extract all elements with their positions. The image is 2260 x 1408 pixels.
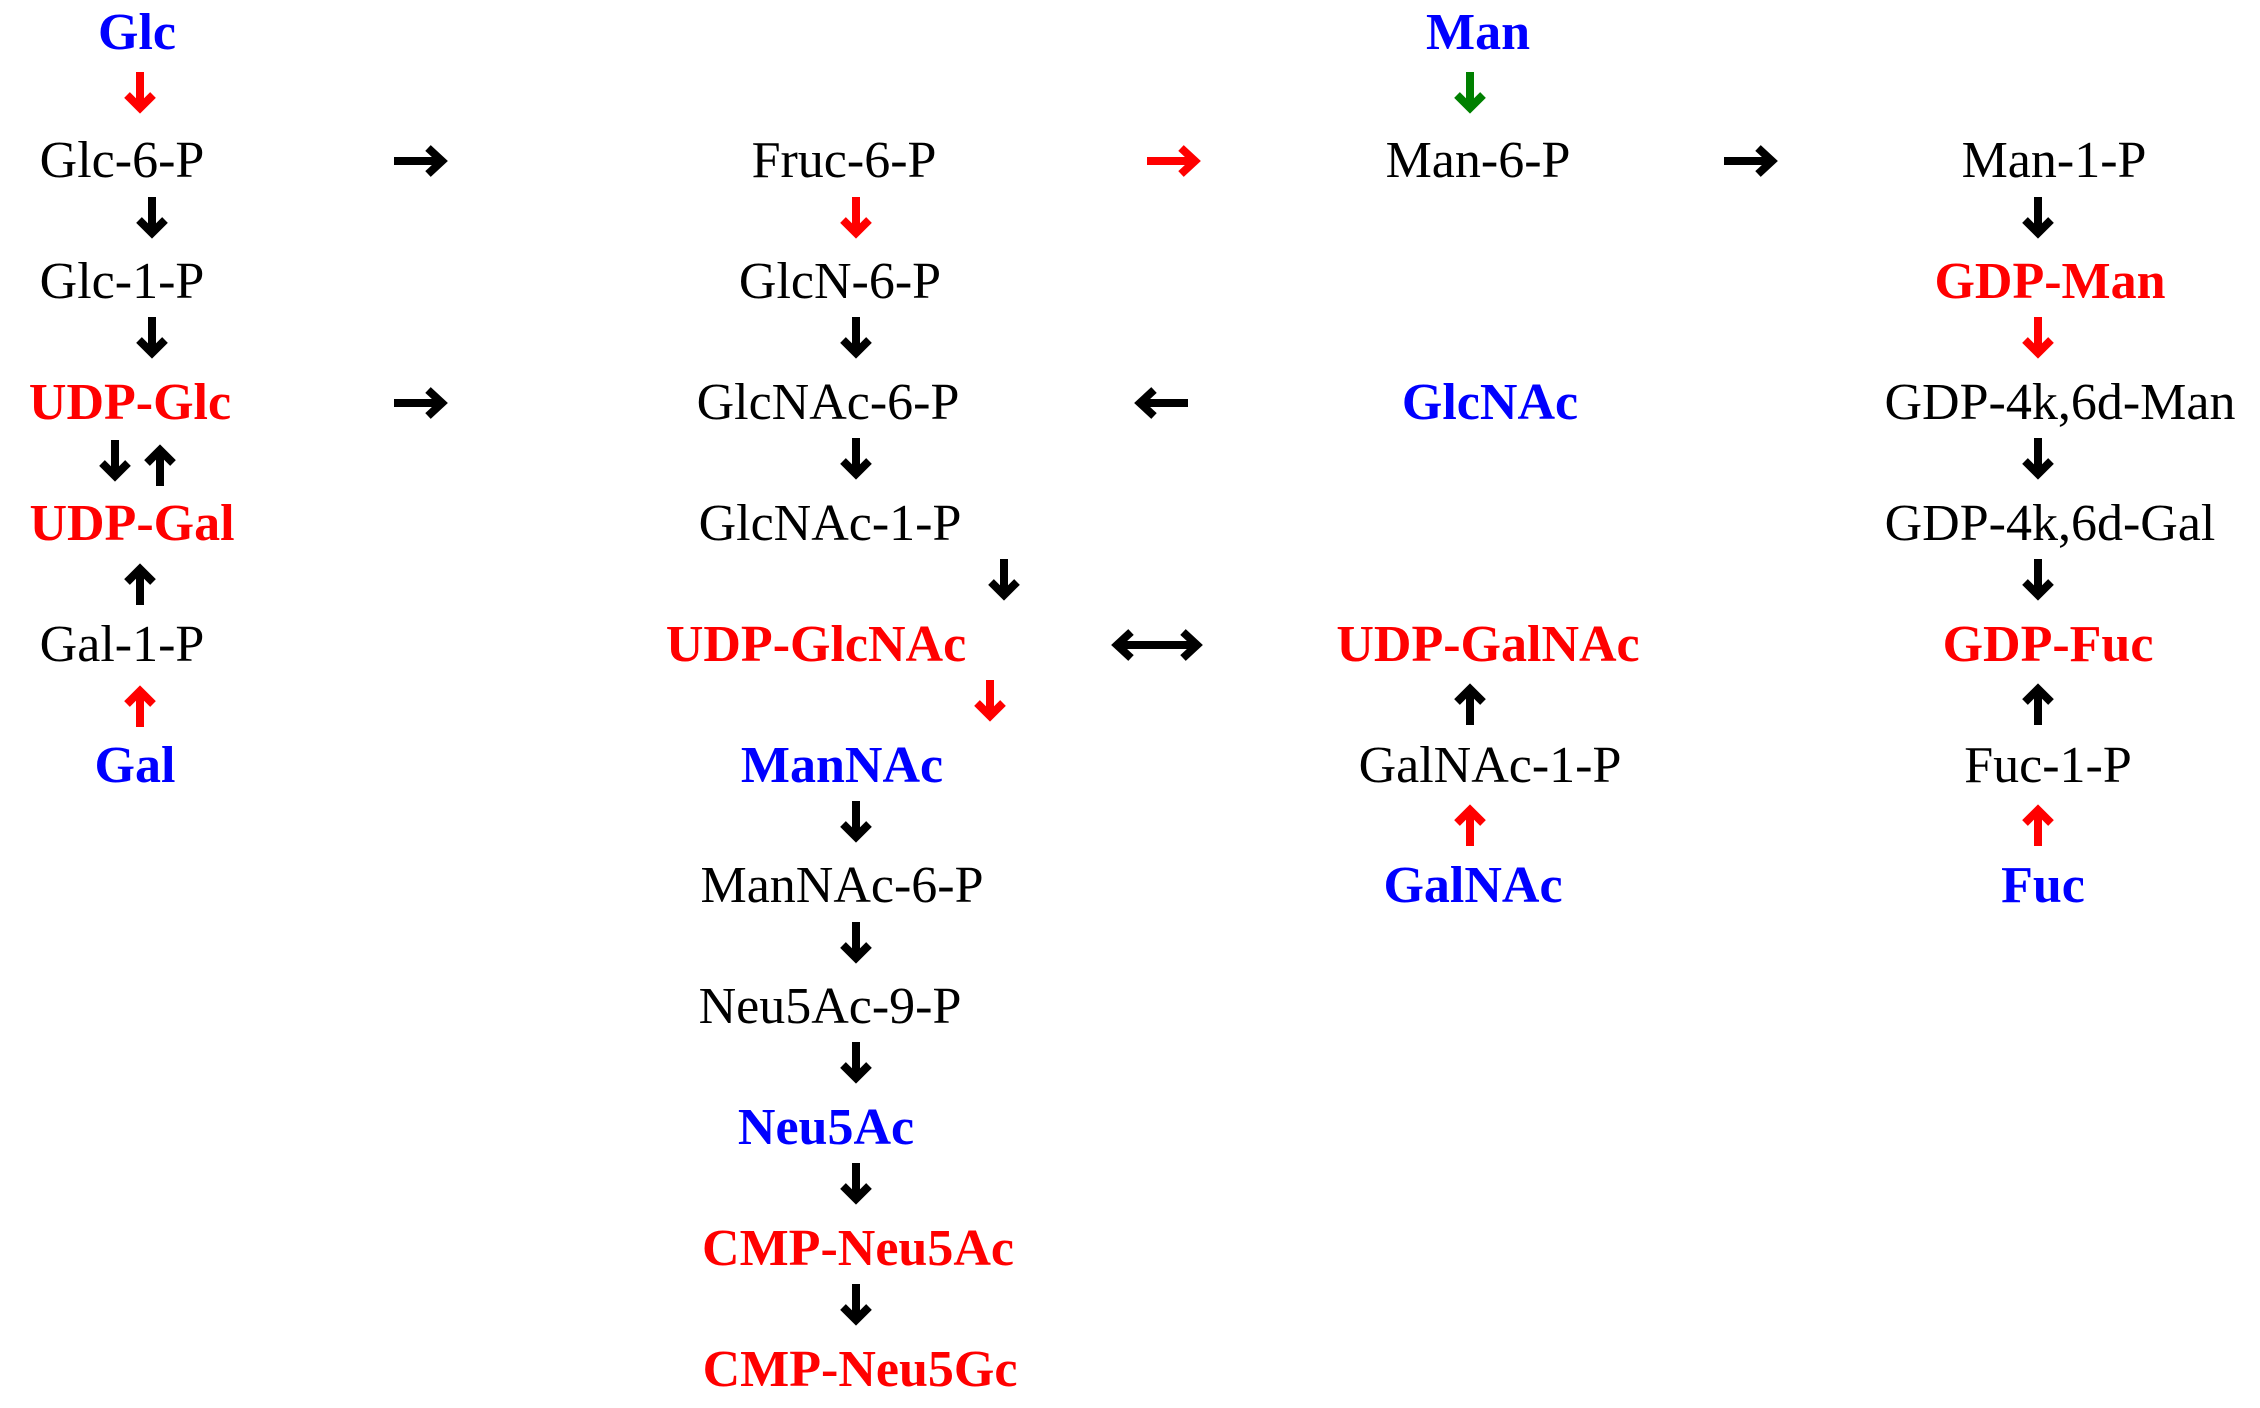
- node-cmp-neu5gc: CMP-Neu5Gc: [702, 1341, 1018, 1398]
- node-man-1-p: Man-1-P: [1961, 132, 2147, 189]
- arrow-udpgal-to-udpglc: [142, 444, 178, 488]
- node-man-6-p: Man-6-P: [1385, 132, 1571, 189]
- arrow-fuc-to-fuc1p: [2020, 804, 2056, 848]
- node-gdp-man: GDP-Man: [1934, 253, 2166, 310]
- node-neu5ac: Neu5Ac: [737, 1099, 915, 1156]
- node-galnac: GalNAc: [1383, 857, 1563, 914]
- node-glc: Glc: [98, 4, 176, 61]
- node-glc-1-p: Glc-1-P: [39, 253, 205, 310]
- node-udp-glc: UDP-Glc: [28, 374, 232, 431]
- arrow-fuc1p-to-gdpfuc: [2020, 683, 2056, 727]
- arrow-glcnac-to-glcnac6p: [1134, 385, 1190, 421]
- arrow-galnac1p-to-udpgalnac: [1452, 683, 1488, 727]
- arrow-glc-to-glc6p: [122, 70, 158, 114]
- node-udp-galnac: UDP-GalNAc: [1336, 616, 1640, 673]
- node-gal: Gal: [94, 737, 176, 794]
- arrow-glc6p-to-glc1p: [134, 195, 170, 239]
- arrow-man-to-man6p: [1452, 70, 1488, 114]
- node-fuc-1-p: Fuc-1-P: [1964, 737, 2132, 794]
- arrow-udpglcnac-to-mannac: [972, 678, 1008, 722]
- node-glcnac-6-p: GlcNAc-6-P: [696, 374, 960, 431]
- arrow-udpglcnac-udpgalnac: [1109, 627, 1205, 663]
- arrow-udpglc-to-udpgal: [97, 438, 133, 482]
- node-gal-1-p: Gal-1-P: [39, 616, 205, 673]
- node-galnac-1-p: GalNAc-1-P: [1358, 737, 1622, 794]
- arrow-man1p-to-gdpman: [2020, 195, 2056, 239]
- arrow-gal1p-to-udpgal: [122, 563, 158, 607]
- arrow-gdp4k6dman-to-gdp4k6dgal: [2020, 436, 2056, 480]
- node-udp-glcnac: UDP-GlcNAc: [665, 616, 967, 673]
- node-mannac-6-p: ManNAc-6-P: [700, 857, 984, 914]
- arrow-cmpneu5ac-to-cmpneu5gc: [838, 1282, 874, 1326]
- node-udp-gal: UDP-Gal: [29, 495, 235, 552]
- arrow-gal-to-gal1p: [122, 685, 158, 729]
- arrow-neu5ac-to-cmpneu5ac: [838, 1161, 874, 1205]
- node-neu5ac-9-p: Neu5Ac-9-P: [698, 978, 962, 1035]
- arrow-galnac-to-galnac1p: [1452, 804, 1488, 848]
- node-fuc: Fuc: [2001, 857, 2085, 914]
- arrow-udpglc-to-glcnac6p: [392, 385, 448, 421]
- node-mannac: ManNAc: [740, 737, 944, 794]
- arrow-glcnac1p-to-udpglcnac: [986, 557, 1022, 601]
- arrow-glc6p-to-fruc6p: [392, 143, 448, 179]
- arrow-mannac6p-to-neu5ac9p: [838, 920, 874, 964]
- arrow-gdpman-to-gdp4k6dman: [2020, 315, 2056, 359]
- node-gdp-4k6d-man: GDP-4k,6d-Man: [1884, 374, 2236, 431]
- node-man: Man: [1426, 4, 1530, 61]
- node-gdp-4k6d-gal: GDP-4k,6d-Gal: [1884, 495, 2216, 552]
- node-glc-6-p: Glc-6-P: [39, 132, 205, 189]
- node-glcnac: GlcNAc: [1401, 374, 1579, 431]
- node-gdp-fuc: GDP-Fuc: [1942, 616, 2154, 673]
- node-glcn-6-p: GlcN-6-P: [738, 253, 942, 310]
- arrow-neu5ac9p-to-neu5ac: [838, 1040, 874, 1084]
- node-glcnac-1-p: GlcNAc-1-P: [698, 495, 962, 552]
- arrow-glcn6p-to-glcnac6p: [838, 315, 874, 359]
- arrow-man6p-to-man1p: [1722, 143, 1778, 179]
- arrow-glc1p-to-udpglc: [134, 315, 170, 359]
- arrow-glcnac6p-to-glcnac1p: [838, 436, 874, 480]
- arrow-fruc6p-to-glcn6p: [838, 195, 874, 239]
- arrow-gdp4k6dgal-to-gdpfuc: [2020, 557, 2056, 601]
- node-cmp-neu5ac: CMP-Neu5Ac: [702, 1220, 1014, 1277]
- arrow-fruc6p-to-man6p: [1145, 143, 1201, 179]
- arrow-mannac-to-mannac6p: [838, 799, 874, 843]
- node-fruc-6-p: Fruc-6-P: [751, 132, 937, 189]
